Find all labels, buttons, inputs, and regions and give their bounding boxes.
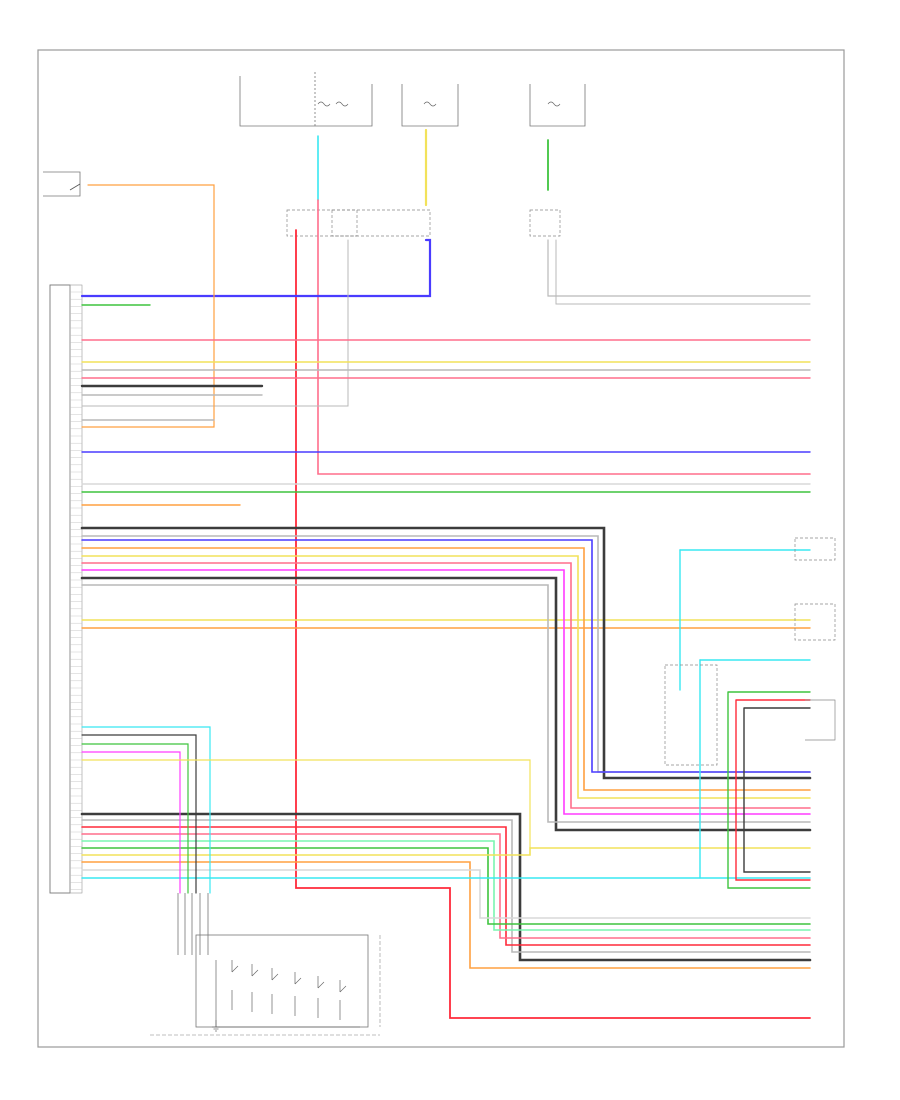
- wire-drop-0: [80, 526, 812, 780]
- module-right-upper: [794, 537, 836, 641]
- wire-low-6: [81, 847, 811, 856]
- bottom-switch-assembly: [150, 893, 381, 1036]
- fuse-box-middle: [401, 84, 459, 127]
- diagram-frame: [37, 49, 845, 1048]
- wire-drop-6: [81, 569, 811, 815]
- wire-gry-r2: [555, 239, 811, 305]
- wire-drop-8: [81, 584, 811, 823]
- switch-icon: [317, 976, 325, 1018]
- switch-icon: [294, 972, 302, 1016]
- switch-icon: [215, 960, 360, 1028]
- wire-low-2: [81, 826, 811, 946]
- wire-low-8: [81, 869, 811, 919]
- wire-red-mod: [735, 699, 811, 881]
- wire-sw-2: [81, 734, 197, 894]
- wire-red-main: [295, 229, 811, 1019]
- wire-low-3: [81, 833, 811, 939]
- switch-icon: [339, 980, 347, 1020]
- wire-low-1: [81, 819, 811, 953]
- wire-low-7: [81, 861, 811, 969]
- switch-icon: [231, 960, 239, 1010]
- harness-wires: [80, 128, 812, 1019]
- wire-low-4: [81, 840, 811, 931]
- wire-low-5: [81, 847, 811, 925]
- wire-sw-4: [81, 751, 181, 894]
- wire-blk-mod: [743, 707, 811, 873]
- wire-gry-v: [81, 239, 349, 407]
- switch-box-top-left: [43, 171, 81, 197]
- wire-low-0: [80, 812, 812, 962]
- control-unit-connector: [49, 284, 83, 894]
- wire-drop-2: [81, 539, 811, 773]
- wire-gry-r1: [547, 239, 811, 297]
- wire-drop-1: [81, 535, 811, 773]
- module-right-middle: [805, 699, 836, 741]
- fuse-box-left: [239, 72, 373, 127]
- fuse-box-right: [529, 84, 586, 127]
- junction-connector-a: [286, 209, 561, 237]
- ground-icon: [212, 1020, 220, 1032]
- wire-sw-1: [81, 726, 211, 894]
- wire-drop-5: [81, 562, 811, 809]
- wire-sw-3: [81, 743, 189, 894]
- wire-pnk-power: [317, 199, 811, 475]
- switch-module-center: [664, 664, 718, 766]
- wire-blu-1: [80, 238, 432, 298]
- wire-orn-sw: [81, 184, 215, 428]
- switch-icon: [251, 964, 259, 1012]
- switch-icon: [69, 183, 81, 191]
- switch-bus: [215, 960, 360, 1028]
- wire-yel-low: [81, 759, 531, 849]
- fuse-icon: [317, 101, 561, 107]
- wire-drop-7: [80, 576, 812, 832]
- switch-icon: [271, 968, 279, 1014]
- connector-pin-ticks: [70, 291, 82, 890]
- wire-grn-mod: [727, 691, 811, 889]
- wire-drop-3: [81, 547, 811, 791]
- wire-drop-4: [81, 555, 811, 799]
